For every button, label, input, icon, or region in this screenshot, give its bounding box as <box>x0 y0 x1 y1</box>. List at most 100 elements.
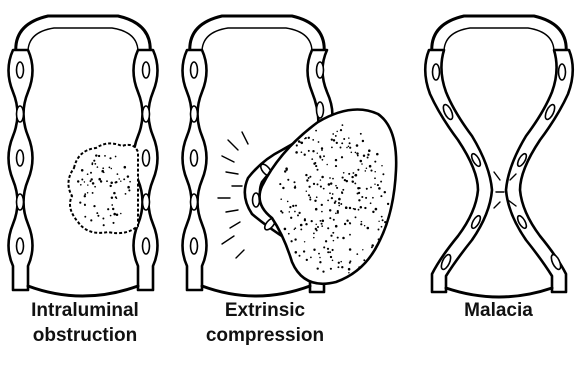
stipple-dot <box>293 181 295 183</box>
stipple-dot <box>342 189 344 191</box>
stipple-dot <box>329 251 331 253</box>
stipple-dot <box>331 138 333 140</box>
stipple-dot <box>81 179 83 181</box>
stipple-dot <box>115 182 117 184</box>
stipple-dot <box>352 180 353 181</box>
stipple-dot <box>305 174 307 176</box>
stipple-dot <box>335 225 338 228</box>
stipple-dot <box>84 193 86 195</box>
stipple-dot <box>115 196 117 198</box>
stipple-dot <box>333 139 335 141</box>
cartilage-rings <box>433 64 566 271</box>
stipple-dot <box>304 219 306 221</box>
stipple-dot <box>330 182 332 184</box>
stipple-dot <box>340 261 342 263</box>
stipple-dot <box>354 182 356 184</box>
stipple-dot <box>353 208 355 210</box>
stipple-dot <box>372 197 374 199</box>
stipple-dot <box>84 181 85 182</box>
stipple-dot <box>315 208 318 211</box>
stipple-dot <box>316 169 318 171</box>
stipple-dot <box>341 266 343 268</box>
stipple-dot <box>321 211 323 213</box>
stipple-dot <box>103 224 105 226</box>
stipple-dot <box>329 177 331 179</box>
stipple-dot <box>332 260 334 262</box>
stipple-dot <box>287 179 289 181</box>
stipple-dot <box>358 266 360 268</box>
stipple-dot <box>361 196 363 198</box>
stipple-dot <box>335 185 337 187</box>
stipple-dot <box>111 204 113 206</box>
stipple-dot <box>336 187 338 189</box>
stipple-dot <box>301 151 303 153</box>
stipple-dot <box>94 163 96 165</box>
stipple-dot <box>332 249 334 251</box>
stipple-dot <box>79 202 81 204</box>
stipple-dot <box>348 173 350 175</box>
stipple-dot <box>356 152 358 154</box>
stipple-dot <box>323 246 325 248</box>
stipple-dot <box>313 249 315 251</box>
stipple-dot <box>335 159 337 161</box>
stipple-dot <box>309 198 311 200</box>
stipple-dot <box>351 152 353 154</box>
stipple-dot <box>322 270 324 272</box>
stipple-dot <box>87 184 88 185</box>
stipple-dot <box>381 165 382 166</box>
stipple-dot <box>128 189 130 191</box>
stipple-dot <box>305 223 307 225</box>
stipple-dot <box>336 142 338 144</box>
caption-line: Extrinsic <box>180 298 350 323</box>
caption-line: Intraluminal <box>0 298 170 323</box>
stipple-dot <box>327 200 329 202</box>
stipple-dot <box>380 195 382 197</box>
stipple-dot <box>363 259 365 261</box>
stipple-dot <box>361 163 363 165</box>
stipple-dot <box>306 259 308 261</box>
stipple-dot <box>315 224 316 225</box>
stipple-dot <box>344 223 346 225</box>
stipple-dot <box>366 167 368 169</box>
stipple-dot <box>361 221 363 223</box>
stipple-dot <box>300 228 302 230</box>
stipple-dot <box>285 167 288 170</box>
stipple-dot <box>322 220 325 223</box>
stipple-dot <box>294 227 296 229</box>
stipple-dot <box>342 124 344 126</box>
stipple-dot <box>317 267 319 269</box>
stipple-dot <box>290 240 292 242</box>
stipple-dot <box>110 215 112 217</box>
stipple-dot <box>374 161 376 163</box>
stipple-dot <box>371 246 373 248</box>
stipple-dot <box>321 225 323 227</box>
stipple-dot <box>282 187 284 189</box>
stipple-dot <box>357 169 359 171</box>
stipple-dot <box>106 180 108 182</box>
stipple-dot <box>319 257 321 259</box>
stipple-dot <box>352 172 354 174</box>
stipple-dot <box>290 217 292 219</box>
stipple-dot <box>304 241 305 242</box>
stipple-dot <box>349 142 351 144</box>
stipple-dot <box>87 173 89 175</box>
stipple-dot <box>295 205 297 207</box>
stipple-dot <box>381 216 383 218</box>
stipple-dot <box>319 220 321 222</box>
airway-left-wall-collapsed <box>425 50 492 292</box>
stipple-dot <box>127 175 129 177</box>
stipple-dot <box>351 176 353 178</box>
stipple-dot <box>316 196 318 198</box>
stipple-dot <box>320 179 321 180</box>
caption-malacia: Malacia <box>420 298 577 323</box>
stipple-dot <box>341 142 343 144</box>
stipple-dot <box>84 204 86 206</box>
stipple-dot <box>358 209 360 211</box>
stipple-dot <box>317 226 319 228</box>
stipple-dot <box>368 149 371 152</box>
stipple-dot <box>323 188 325 190</box>
stipple-dot <box>348 272 350 274</box>
stipple-dot <box>289 206 291 208</box>
stipple-dot <box>84 216 86 218</box>
stipple-dot <box>334 200 336 202</box>
